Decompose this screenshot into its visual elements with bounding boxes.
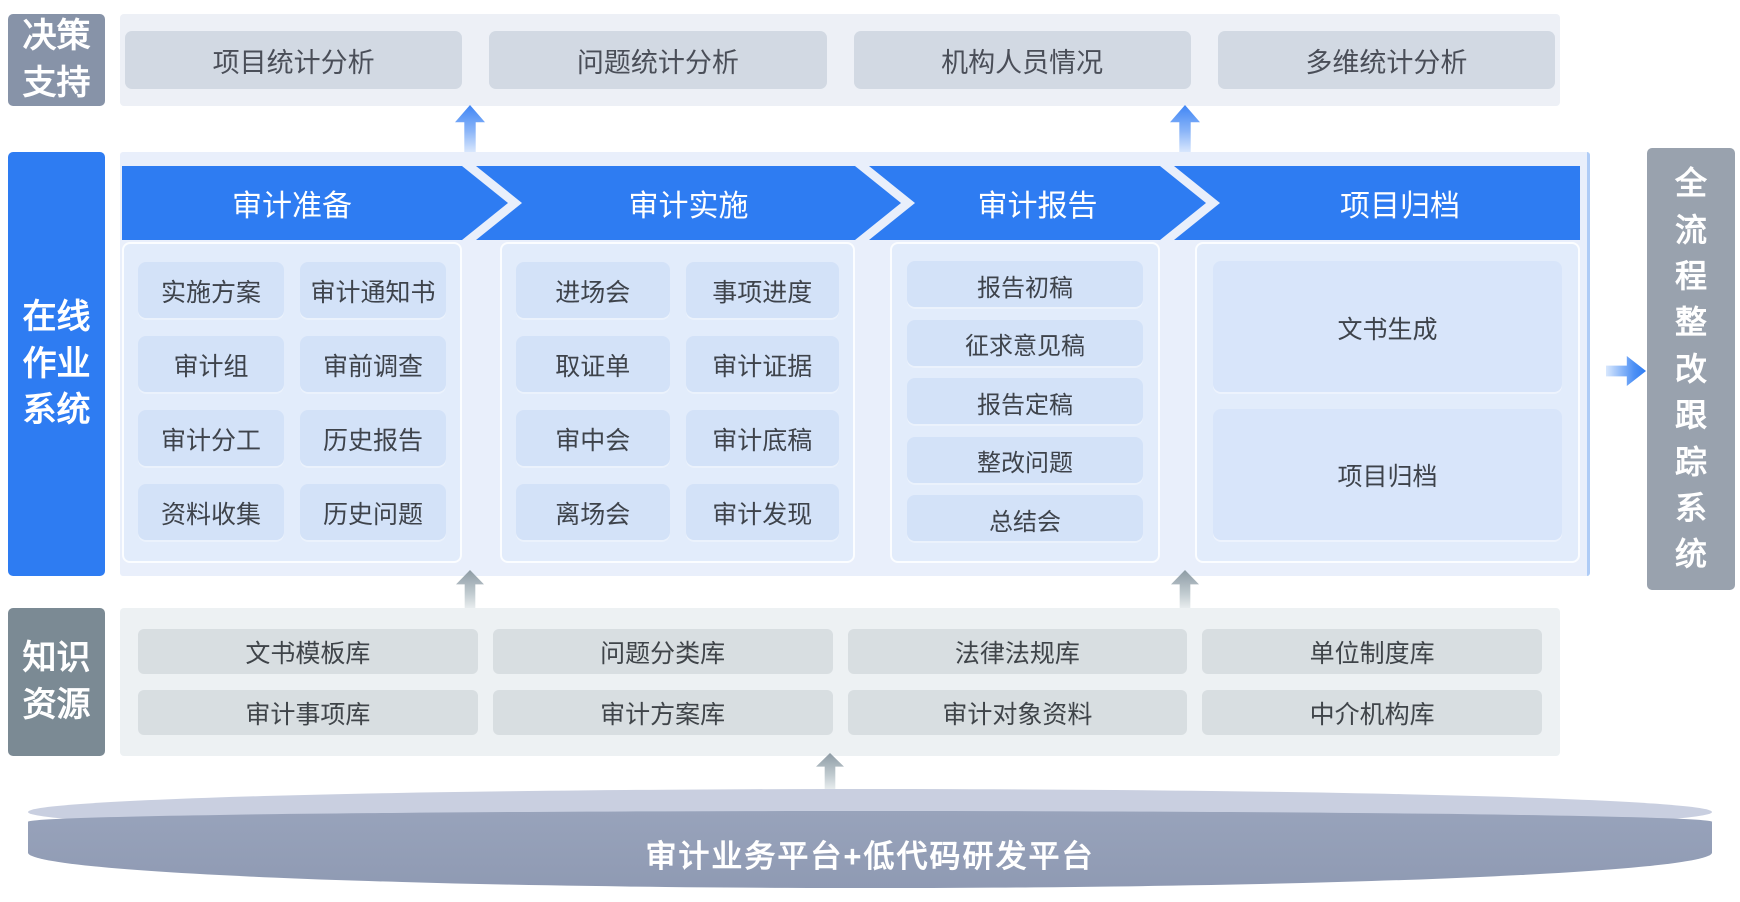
module-chip[interactable]: 审计发现 (685, 484, 839, 542)
platform-body: 审计业务平台+低代码研发平台 (28, 811, 1712, 888)
online-system-label: 在线作业系统 (8, 152, 105, 576)
decision-support-label-text: 决策支持 (22, 17, 91, 102)
knowledge-item-issue-categories[interactable]: 问题分类库 (492, 629, 833, 674)
decision-item-project-stats[interactable]: 项目统计分析 (125, 31, 463, 89)
knowledge-item-audit-matters[interactable]: 审计事项库 (138, 690, 478, 735)
up-arrow-icon (455, 105, 485, 153)
up-arrow-icon (1170, 105, 1200, 153)
online-system-section: 审计准备 审计实施 审计报告 项目归档 实施方案 审计通知书 审计组 审前调查 … (120, 152, 1590, 576)
module-chip[interactable]: 审计组 (138, 336, 284, 394)
stage-header-preparation: 审计准备 (122, 166, 508, 240)
platform-label-text: 审计业务平台+低代码研发平台 (645, 839, 1095, 874)
knowledge-item-audit-plans[interactable]: 审计方案库 (492, 690, 833, 735)
knowledge-item-auditee-data[interactable]: 审计对象资料 (847, 690, 1188, 735)
module-chip[interactable]: 项目归档 (1213, 408, 1562, 542)
decision-item-org-personnel[interactable]: 机构人员情况 (853, 31, 1191, 89)
module-chip[interactable]: 征求意见稿 (907, 319, 1143, 368)
module-chip[interactable]: 事项进度 (685, 262, 839, 320)
module-chip[interactable]: 报告初稿 (907, 261, 1143, 309)
module-chip[interactable]: 审计底稿 (685, 410, 839, 468)
stage-panel-implementation: 进场会 事项进度 取证单 审计证据 审中会 审计底稿 离场会 审计发现 (500, 242, 855, 563)
module-chip[interactable]: 实施方案 (138, 262, 284, 320)
decision-item-multidim-stats[interactable]: 多维统计分析 (1217, 31, 1555, 89)
module-chip[interactable]: 审计证据 (685, 336, 839, 394)
stage-panel-archive: 文书生成 项目归档 (1195, 242, 1580, 563)
module-chip[interactable]: 文书生成 (1213, 261, 1562, 394)
module-chip[interactable]: 取证单 (516, 336, 670, 394)
knowledge-resources-row: 文书模板库 问题分类库 法律法规库 单位制度库 审计事项库 审计方案库 审计对象… (120, 608, 1560, 756)
module-chip[interactable]: 历史报告 (300, 410, 446, 468)
decision-support-label: 决策支持 (8, 14, 105, 106)
module-chip[interactable]: 审前调查 (300, 336, 446, 394)
stage-panel-report: 报告初稿 征求意见稿 报告定稿 整改问题 总结会 (890, 242, 1160, 563)
knowledge-item-doc-templates[interactable]: 文书模板库 (138, 629, 478, 674)
module-chip[interactable]: 资料收集 (138, 484, 284, 542)
module-chip[interactable]: 审中会 (516, 410, 670, 468)
knowledge-item-intermediaries[interactable]: 中介机构库 (1202, 690, 1542, 735)
stage-header-archive: 项目归档 (1174, 166, 1580, 240)
module-chip[interactable]: 进场会 (516, 262, 670, 320)
tracking-system-bar: 全流程整改跟踪系统 (1647, 148, 1735, 590)
module-chip[interactable]: 总结会 (907, 495, 1143, 544)
up-arrow-icon (456, 570, 484, 610)
up-arrow-icon (816, 753, 844, 791)
knowledge-resources-label-text: 知识资源 (22, 639, 91, 724)
stage-header-implementation: 审计实施 (476, 166, 901, 240)
stage-header-report: 审计报告 (869, 166, 1206, 240)
tracking-system-label-text: 全流程整改跟踪系统 (1674, 165, 1707, 573)
module-chip[interactable]: 整改问题 (907, 436, 1143, 485)
knowledge-item-laws-regulations[interactable]: 法律法规库 (847, 629, 1188, 674)
decision-support-row: 项目统计分析 问题统计分析 机构人员情况 多维统计分析 (120, 14, 1560, 106)
up-arrow-icon (1171, 570, 1199, 610)
module-chip[interactable]: 离场会 (516, 484, 670, 542)
knowledge-resources-label: 知识资源 (8, 608, 105, 756)
module-chip[interactable]: 审计通知书 (300, 262, 446, 320)
module-chip[interactable]: 历史问题 (300, 484, 446, 542)
right-arrow-icon (1606, 356, 1646, 386)
decision-item-issue-stats[interactable]: 问题统计分析 (489, 31, 827, 89)
module-chip[interactable]: 审计分工 (138, 410, 284, 468)
knowledge-item-unit-rules[interactable]: 单位制度库 (1202, 629, 1542, 674)
online-system-label-text: 在线作业系统 (22, 297, 91, 430)
stage-panel-preparation: 实施方案 审计通知书 审计组 审前调查 审计分工 历史报告 资料收集 历史问题 (122, 242, 462, 563)
platform-cylinder: 审计业务平台+低代码研发平台 (28, 789, 1712, 888)
module-chip[interactable]: 报告定稿 (907, 378, 1143, 427)
